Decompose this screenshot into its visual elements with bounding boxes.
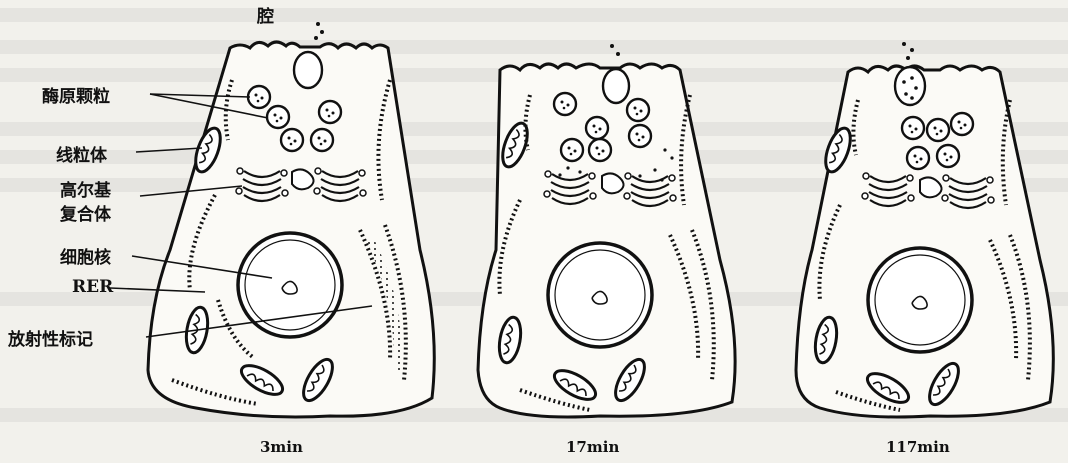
label-zymogen-granules: 酶原颗粒: [42, 82, 110, 107]
label-nucleus: 细胞核: [60, 243, 111, 268]
label-radioactive: 放射性标记: [8, 325, 93, 350]
label-lumen: 腔: [257, 2, 274, 27]
caption-117min: 117min: [886, 438, 950, 456]
cell-3min: [148, 22, 434, 417]
caption-3min: 3min: [260, 438, 303, 456]
cell-17min: [478, 44, 735, 417]
caption-17min: 17min: [566, 438, 619, 456]
label-mitochondria: 线粒体: [56, 141, 107, 166]
label-golgi-line1: 高尔基: [60, 176, 111, 201]
label-rer: RER: [72, 277, 113, 297]
label-golgi-line2: 复合体: [60, 200, 111, 225]
cell-117min: [796, 42, 1053, 417]
